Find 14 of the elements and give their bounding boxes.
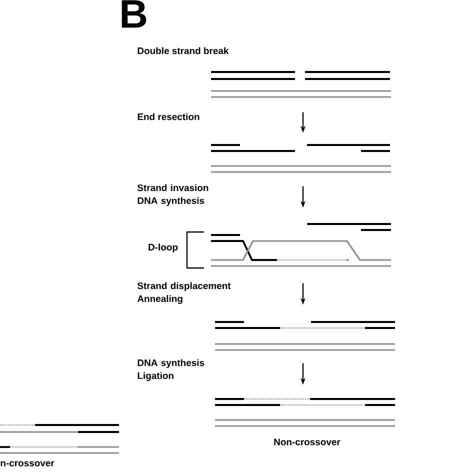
dna-duplex-drawing [211, 144, 391, 173]
dna-duplex-drawing [215, 398, 395, 427]
step-label: End resection [138, 113, 200, 120]
step-label: Non-crossover [274, 438, 340, 446]
step-label: DNA synthesis Ligation [138, 359, 204, 381]
dna-duplex-drawing [211, 223, 391, 267]
step-label: Double strand break [138, 47, 229, 54]
step-label: Strand displacement Annealing [137, 282, 231, 304]
step-label: D-loop [148, 244, 178, 252]
panel-letter: B [122, 0, 146, 28]
dna-duplex-drawing [215, 321, 395, 351]
step-label: n-crossover [0, 461, 54, 466]
dna-duplex-drawing [211, 71, 391, 98]
step-label: Strand invasion DNA synthesis [137, 184, 208, 206]
